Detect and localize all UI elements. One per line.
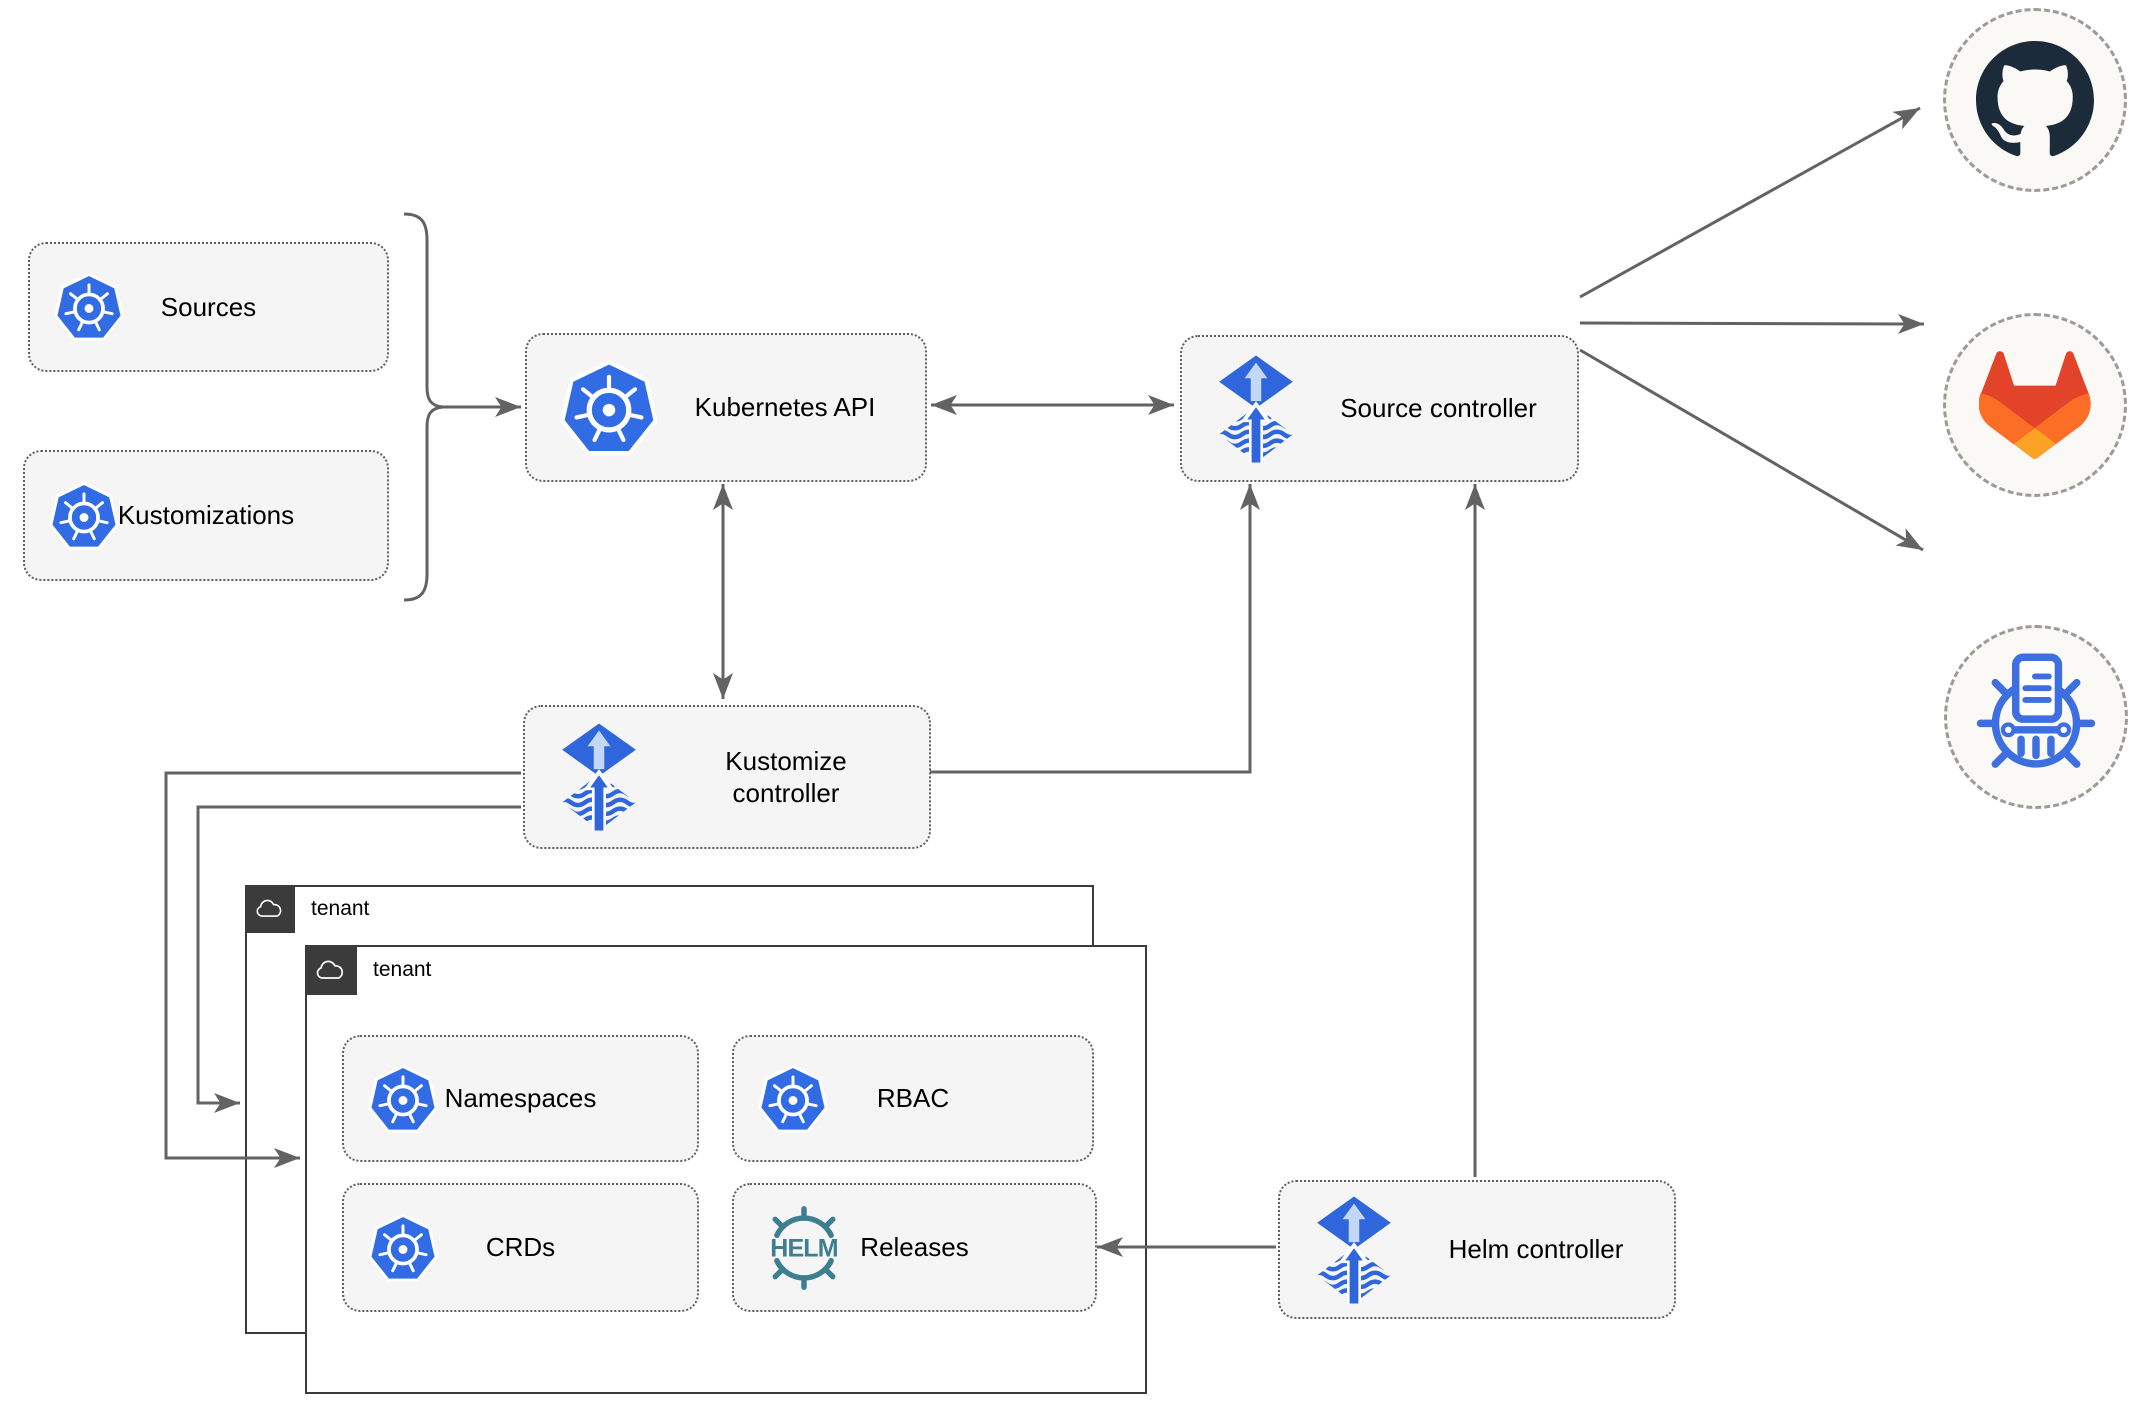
external-chartmuseum — [1944, 625, 2128, 809]
tenant-back-header: tenant — [245, 885, 369, 933]
cloud-icon — [254, 897, 286, 921]
chartmuseum-icon — [1972, 653, 2100, 781]
node-kustomize-controller: Kustomize controller — [523, 705, 931, 849]
tenant-back-tag — [245, 885, 295, 933]
tenant-back-label: tenant — [311, 897, 370, 920]
tenant-container-front: tenant — [305, 945, 1147, 1394]
node-namespaces: Namespaces — [342, 1035, 699, 1162]
node-crds: CRDs — [342, 1183, 699, 1312]
flux-icon — [1212, 355, 1300, 462]
flux-icon — [1310, 1196, 1398, 1303]
node-kubernetes-api-label: Kubernetes API — [694, 392, 876, 423]
node-sources-label: Sources — [160, 291, 257, 322]
node-helm-controller-label: Helm controller — [1448, 1234, 1624, 1265]
node-crds-label: CRDs — [485, 1232, 556, 1263]
node-rbac-label: RBAC — [876, 1083, 950, 1114]
node-releases: Releases — [732, 1183, 1097, 1312]
edge-source-to-github — [1579, 106, 1921, 299]
tenant-front-tag — [305, 945, 357, 995]
node-kustomizations: Kustomizations — [23, 450, 389, 581]
node-sources: Sources — [28, 242, 389, 372]
node-releases-label: Releases — [860, 1232, 969, 1263]
group-brace — [403, 212, 444, 602]
node-source-controller: Source controller — [1180, 335, 1579, 482]
edge-kustomize-to-source — [930, 484, 1260, 774]
external-gitlab — [1943, 313, 2127, 497]
edge-source-to-gitlab — [1579, 313, 1925, 334]
node-namespaces-label: Namespaces — [444, 1083, 597, 1114]
node-source-controller-label: Source controller — [1340, 393, 1537, 424]
cloud-icon — [314, 958, 348, 983]
node-kustomizations-label: Kustomizations — [117, 500, 295, 531]
flux-icon — [555, 724, 643, 831]
external-github — [1943, 8, 2127, 192]
node-helm-controller: Helm controller — [1278, 1180, 1676, 1319]
node-rbac: RBAC — [732, 1035, 1094, 1162]
gitlab-icon — [1979, 351, 2091, 459]
node-kustomize-controller-label: Kustomize controller — [725, 745, 847, 809]
edge-source-to-chartmuseum — [1579, 348, 1924, 552]
github-icon — [1976, 41, 2094, 159]
tenant-front-label: tenant — [373, 958, 432, 981]
node-kubernetes-api: Kubernetes API — [525, 333, 927, 482]
tenant-front-header: tenant — [305, 945, 431, 995]
